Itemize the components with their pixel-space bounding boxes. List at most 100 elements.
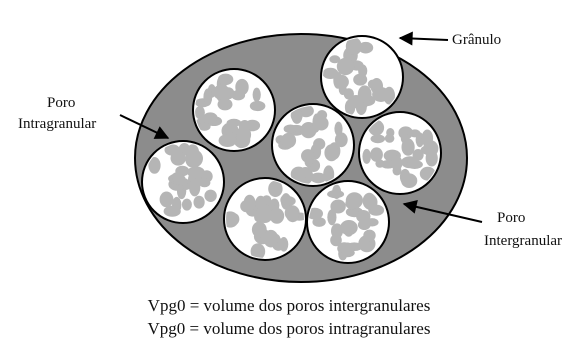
- pore-blob: [329, 55, 341, 64]
- pore-blob: [159, 191, 174, 208]
- granule: [320, 35, 404, 119]
- granule: [192, 68, 276, 152]
- pore-blob: [363, 229, 376, 242]
- label-granulo: Grânulo: [452, 32, 502, 48]
- pore-blob: [198, 178, 211, 188]
- pore-blob: [399, 168, 411, 185]
- pore-blob: [336, 57, 355, 76]
- granules-group: [141, 35, 442, 264]
- pore-blob: [327, 209, 337, 226]
- pore-blob: [406, 160, 423, 169]
- pore-blob: [269, 208, 285, 224]
- pore-blob: [358, 64, 368, 78]
- pore-blob: [203, 88, 213, 106]
- pore-blob: [333, 74, 349, 89]
- pore-blob: [357, 219, 371, 230]
- pore-blob: [345, 192, 363, 209]
- pore-blob: [340, 220, 358, 236]
- intragranular-pores: [275, 106, 348, 184]
- pore-blob: [346, 45, 358, 55]
- pore-blob: [193, 195, 205, 209]
- pore-blob: [148, 157, 161, 174]
- pore-blob: [367, 79, 377, 89]
- pore-blob: [330, 199, 346, 214]
- pore-blob: [281, 132, 297, 149]
- pore-blob: [310, 172, 327, 184]
- pore-blob: [212, 84, 229, 100]
- pore-blob: [334, 132, 348, 148]
- pore-blob: [204, 189, 217, 202]
- granule: [141, 140, 225, 224]
- pore-blob: [362, 148, 372, 164]
- pore-blob: [290, 109, 303, 122]
- intragranular-pores: [195, 73, 266, 149]
- arrows-group: [119, 31, 483, 223]
- label-poro-intergranular-line2: Intergranular: [484, 233, 563, 249]
- pore-blob: [362, 192, 376, 210]
- poro-intragranular-arrow: [119, 114, 170, 139]
- label-poro-intergranular-line1: Poro: [497, 210, 526, 226]
- pore-blob: [187, 166, 205, 179]
- pore-blob: [312, 217, 326, 227]
- pore-blob: [324, 144, 339, 162]
- pore-blob: [370, 134, 386, 144]
- pore-blob: [340, 242, 355, 256]
- pore-blob: [236, 126, 252, 143]
- intragranular-pores: [148, 143, 217, 217]
- pore-blob: [255, 195, 267, 210]
- pore-blob: [186, 144, 199, 160]
- label-poro-intragranular-line2: Intragranular: [18, 116, 97, 132]
- pore-blob: [331, 223, 343, 239]
- pore-blob: [390, 155, 403, 171]
- pore-blob: [218, 134, 237, 147]
- pore-blob: [203, 112, 218, 124]
- pore-blob: [223, 123, 236, 134]
- pore-blob: [195, 106, 205, 120]
- granule: [271, 103, 355, 187]
- pore-blob: [217, 73, 234, 86]
- pore-blob: [348, 95, 364, 109]
- poro-intergranular-arrow: [402, 200, 483, 223]
- pore-blob: [189, 178, 201, 197]
- pore-blob: [356, 210, 371, 223]
- pore-blob: [243, 194, 256, 212]
- granulo-arrow: [398, 31, 449, 46]
- pore-blob: [217, 98, 233, 111]
- pore-blob: [164, 144, 181, 156]
- pore-blob: [425, 149, 438, 167]
- granule: [223, 177, 307, 261]
- pore-blob: [316, 110, 328, 120]
- pore-blob: [290, 166, 307, 182]
- pore-blob: [282, 196, 296, 206]
- pore-blob: [358, 41, 374, 54]
- intragranular-pores: [323, 38, 396, 116]
- pore-blob: [370, 147, 383, 162]
- pore-blob: [163, 205, 181, 217]
- granule: [306, 180, 390, 264]
- pore-blob: [283, 124, 298, 134]
- pore-blob: [268, 180, 283, 197]
- pore-blob: [304, 157, 313, 168]
- pore-blob: [383, 86, 396, 105]
- caption-line-1: Vpg0 = volume dos poros intergranulares: [147, 296, 431, 315]
- pore-blob: [386, 128, 395, 138]
- pore-blob: [172, 173, 185, 185]
- intragranular-pores: [362, 119, 439, 188]
- granule: [358, 111, 442, 195]
- caption-line-2: Vpg0 = volume dos poros intragranulares: [147, 319, 431, 338]
- intragranular-pores: [309, 184, 385, 261]
- pore-blob: [252, 87, 261, 103]
- pore-blob: [251, 221, 267, 238]
- pore-blob: [412, 149, 424, 161]
- pore-blob: [226, 211, 239, 228]
- pore-blob: [250, 243, 266, 258]
- pore-blob: [327, 190, 345, 199]
- label-poro-intragranular-line1: Poro: [47, 95, 76, 111]
- pore-blob: [421, 129, 434, 148]
- pore-blob: [181, 198, 192, 211]
- pore-blob: [235, 78, 249, 96]
- pore-blob: [263, 229, 279, 248]
- pore-blob: [198, 122, 211, 131]
